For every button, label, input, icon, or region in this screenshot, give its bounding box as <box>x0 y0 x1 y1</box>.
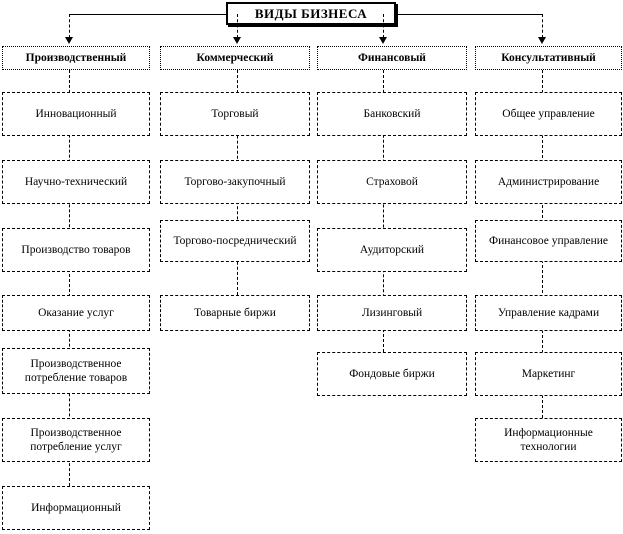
business-type-item: Страховой <box>317 160 467 204</box>
arrow-down-icon <box>65 37 73 44</box>
arrow-line <box>383 14 384 38</box>
business-type-item: Оказание услуг <box>2 295 150 331</box>
business-type-item: Товарные биржи <box>160 295 310 331</box>
business-type-item: Научно-технический <box>2 160 150 204</box>
arrow-down-icon <box>538 37 546 44</box>
column-connector <box>383 70 384 352</box>
business-type-item: Общее управление <box>475 92 622 136</box>
business-type-item: Управление кадрами <box>475 295 622 331</box>
category-4: Консультативный <box>475 46 622 70</box>
business-type-item: Торговый <box>160 92 310 136</box>
arrow-line <box>237 14 238 38</box>
business-type-item: Фондовые биржи <box>317 352 467 396</box>
arrow-line <box>69 14 70 38</box>
business-type-item: Банковский <box>317 92 467 136</box>
business-type-item: Торгово-посреднический <box>160 220 310 262</box>
business-type-item: Инновационный <box>2 92 150 136</box>
business-type-item: Лизинговый <box>317 295 467 331</box>
business-type-item: Производственное потребление услуг <box>2 418 150 462</box>
arrow-down-icon <box>379 37 387 44</box>
root-title: ВИДЫ БИЗНЕСА <box>226 2 396 25</box>
business-type-item: Информационные технологии <box>475 418 622 462</box>
business-type-item: Аудиторский <box>317 228 467 272</box>
business-type-item: Маркетинг <box>475 352 622 396</box>
arrow-line <box>542 14 543 38</box>
business-type-item: Производство товаров <box>2 228 150 272</box>
category-1: Производственный <box>2 46 150 70</box>
business-type-item: Финансовое управление <box>475 220 622 262</box>
column-connector <box>69 70 70 486</box>
business-type-item: Торгово-закупочный <box>160 160 310 204</box>
category-3: Финансовый <box>317 46 467 70</box>
arrow-down-icon <box>233 37 241 44</box>
business-type-item: Администрирование <box>475 160 622 204</box>
business-type-item: Информационный <box>2 486 150 530</box>
business-type-item: Производственное потребление товаров <box>2 348 150 394</box>
category-2: Коммерческий <box>160 46 310 70</box>
